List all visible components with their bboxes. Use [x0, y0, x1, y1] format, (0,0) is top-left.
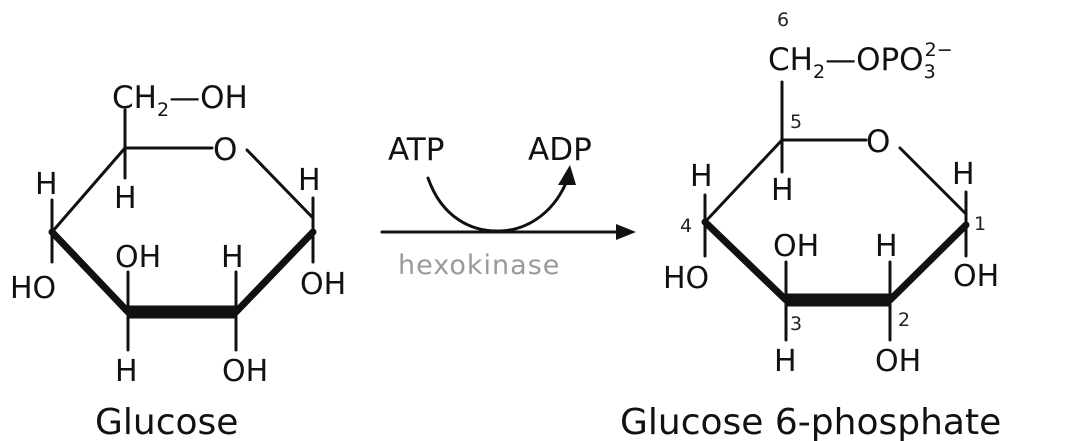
g6p-ring-oxygen: O — [866, 124, 890, 160]
c4-c3-bond — [48, 228, 132, 316]
glucose-ring-oxygen: O — [213, 132, 237, 168]
glucose-oh-c1: OH — [300, 267, 346, 302]
enzyme-label: hexokinase — [398, 250, 560, 281]
g6p-oh-c1: OH — [953, 259, 999, 294]
g6p-c5-c4-bond — [703, 138, 784, 224]
g6p-number-2: 2 — [898, 309, 910, 331]
glucose-ho-c4: HO — [10, 271, 56, 306]
c2-c1-bond — [232, 228, 317, 316]
glucose-h-c3: H — [115, 354, 138, 389]
g6p-number-4: 4 — [680, 215, 692, 237]
glucose-oh-c3: OH — [115, 240, 161, 275]
g6p-number-6: 6 — [777, 9, 789, 31]
g6p-o-c1-bond — [898, 146, 968, 216]
glucose-6-phosphate-label: Glucose 6-phosphate — [620, 402, 1001, 441]
glucose-label: Glucose — [95, 402, 238, 441]
adp-label: ADP — [528, 132, 592, 168]
g6p-c2-c1-bond — [886, 221, 970, 304]
reaction-arrowhead — [616, 224, 636, 240]
g6p-h-c1: H — [952, 157, 975, 192]
glucose-6-phosphate-molecule: 6 5 4 3 2 1 CH2—OPO32− O H H H HO OH H O… — [620, 9, 1001, 441]
g6p-number-5: 5 — [790, 111, 802, 133]
c5-c4-bond — [50, 146, 127, 234]
glucose-h-c4: H — [35, 167, 58, 202]
g6p-number-1: 1 — [974, 213, 986, 235]
g6p-h-c5: H — [771, 173, 794, 208]
g6p-number-3: 3 — [790, 313, 802, 335]
glucose-h-c5: H — [114, 181, 137, 216]
curve-arrowhead — [558, 165, 576, 185]
g6p-h-c2: H — [875, 229, 898, 264]
glucose-h-c1: H — [298, 163, 321, 198]
glucose-oh-c2: OH — [222, 354, 268, 389]
g6p-c4-c3-bond — [701, 218, 790, 304]
atp-label: ATP — [388, 132, 444, 168]
atp-adp-curve — [426, 176, 570, 233]
g6p-ch2-phosphate-text: CH2—OPO32− — [768, 39, 953, 83]
g6p-h-c4: H — [690, 159, 713, 194]
g6p-h-c3: H — [774, 344, 797, 379]
glucose-molecule: CH2—OH O H H H HO OH H OH H OH Glucose — [10, 80, 346, 441]
reaction-arrow-group: ATP ADP hexokinase — [380, 132, 636, 281]
glucose-ch2-text: CH2—OH — [112, 80, 248, 121]
g6p-oh-c2: OH — [875, 344, 921, 379]
glucose-h-c2: H — [221, 240, 244, 275]
o-c1-bond — [245, 148, 315, 220]
g6p-oh-c3: OH — [773, 229, 819, 264]
g6p-ho-c4: HO — [663, 261, 709, 296]
